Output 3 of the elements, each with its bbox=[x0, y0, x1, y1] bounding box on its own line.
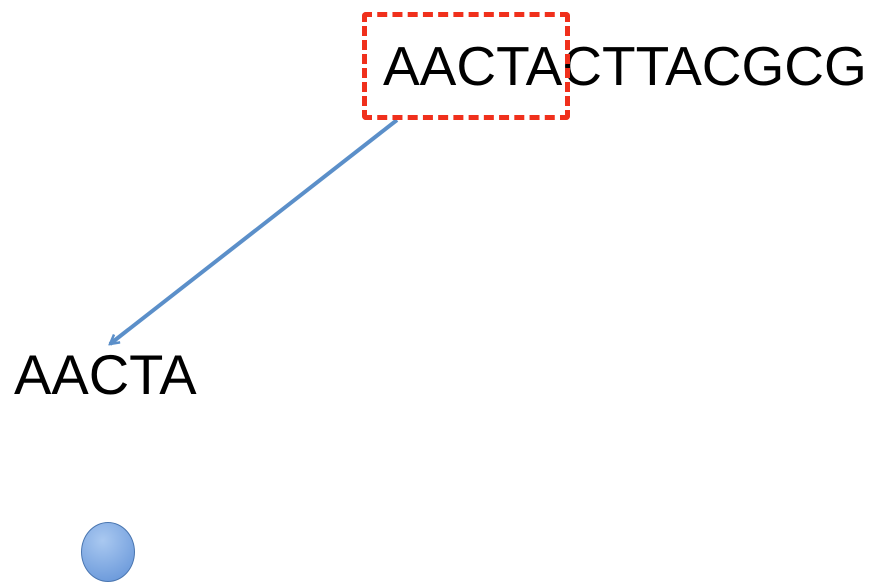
sequence-text: AACTA bbox=[14, 344, 197, 406]
sequence-text: AACTACTTACGCG bbox=[383, 36, 867, 96]
arrow bbox=[108, 118, 398, 346]
